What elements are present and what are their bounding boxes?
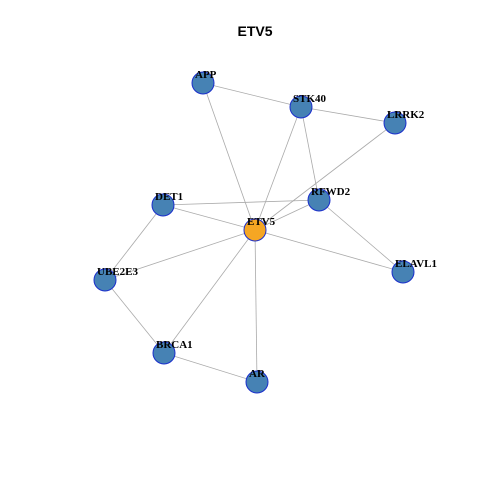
edge-etv5-ar bbox=[254, 229, 258, 383]
node-app: APP bbox=[191, 69, 217, 95]
node-label-rfwd2: RFWD2 bbox=[311, 186, 351, 198]
edge-rfwd2-det1 bbox=[162, 199, 320, 206]
node-label-etv5: ETV5 bbox=[247, 216, 276, 228]
node-circle-rfwd2 bbox=[307, 188, 331, 212]
node-label-ube2e3: UBE2E3 bbox=[97, 266, 138, 278]
node-circle-det1 bbox=[151, 193, 175, 217]
node-circle-stk40 bbox=[289, 95, 313, 119]
node-det1: DET1 bbox=[151, 191, 183, 217]
edge-rfwd2-etv5 bbox=[254, 199, 320, 231]
edge-det1-etv5 bbox=[162, 204, 256, 231]
edge-rfwd2-elavl1 bbox=[318, 199, 404, 273]
edge-ube2e3-brca1 bbox=[104, 279, 165, 354]
edge-stk40-etv5 bbox=[254, 106, 302, 231]
node-circle-ar bbox=[245, 370, 269, 394]
node-label-det1: DET1 bbox=[155, 191, 183, 203]
node-label-ar: AR bbox=[249, 368, 266, 380]
node-circle-elavl1 bbox=[391, 260, 415, 284]
edge-app-etv5 bbox=[202, 82, 256, 231]
node-elavl1: ELAVL1 bbox=[391, 258, 437, 284]
node-label-lrrk2: LRRK2 bbox=[387, 109, 425, 121]
node-lrrk2: LRRK2 bbox=[383, 109, 425, 135]
node-stk40: STK40 bbox=[289, 93, 327, 119]
node-circle-etv5 bbox=[243, 218, 267, 242]
edge-ube2e3-etv5 bbox=[104, 229, 256, 281]
edge-etv5-brca1 bbox=[163, 229, 256, 354]
node-circle-app bbox=[191, 71, 215, 95]
edge-app-stk40 bbox=[202, 82, 302, 108]
node-ube2e3: UBE2E3 bbox=[93, 266, 138, 292]
edges-layer bbox=[104, 82, 404, 383]
edge-etv5-elavl1 bbox=[254, 229, 404, 273]
node-circle-brca1 bbox=[152, 341, 176, 365]
node-etv5: ETV5 bbox=[243, 216, 276, 242]
edge-det1-ube2e3 bbox=[104, 204, 164, 281]
diagram-title: ETV5 bbox=[237, 23, 272, 39]
edge-brca1-ar bbox=[163, 352, 258, 383]
node-label-brca1: BRCA1 bbox=[156, 339, 193, 351]
edge-stk40-lrrk2 bbox=[300, 106, 396, 124]
node-circle-lrrk2 bbox=[383, 111, 407, 135]
node-label-stk40: STK40 bbox=[293, 93, 327, 105]
edge-stk40-rfwd2 bbox=[300, 106, 320, 201]
node-label-elavl1: ELAVL1 bbox=[395, 258, 437, 270]
node-ar: AR bbox=[245, 368, 269, 394]
node-rfwd2: RFWD2 bbox=[307, 186, 351, 212]
node-brca1: BRCA1 bbox=[152, 339, 193, 365]
node-circle-ube2e3 bbox=[93, 268, 117, 292]
node-label-app: APP bbox=[195, 69, 217, 81]
edge-lrrk2-etv5 bbox=[254, 122, 396, 231]
